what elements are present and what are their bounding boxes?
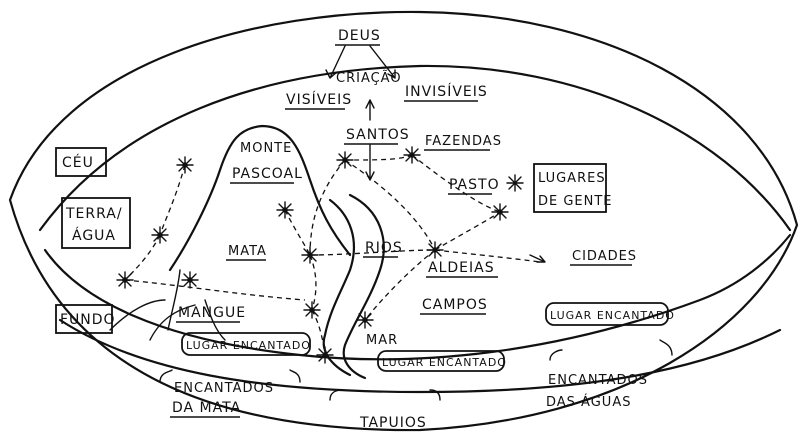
lugares-de-gente-box — [533, 163, 607, 213]
ground-line — [43, 233, 792, 361]
fundo-box — [55, 304, 113, 334]
monte-label: MONTE — [240, 141, 292, 156]
connection-7 — [309, 159, 346, 256]
invisiveis-label: INVISÍVEIS — [405, 83, 488, 100]
mangue-label: MANGUE — [178, 305, 246, 321]
spirit-star — [356, 311, 374, 329]
connection-12 — [434, 249, 541, 263]
santos-label: SANTOS — [346, 127, 410, 143]
encantados-aguas-label-2: DAS ÁGUAS — [546, 394, 631, 410]
lugar-encantado-box-1 — [181, 332, 311, 356]
rios-label: RIOS — [365, 240, 403, 256]
connection-10 — [344, 159, 436, 251]
river-1 — [322, 198, 355, 377]
spirit-stars — [116, 146, 524, 364]
spirit-star — [151, 226, 169, 244]
aldeias-label: ALDEIAS — [428, 260, 495, 276]
spirit-star — [506, 174, 524, 192]
aguas-bracket — [549, 339, 673, 361]
deus-label: DEUS — [338, 28, 381, 44]
river-2 — [342, 193, 385, 380]
ceu-box — [55, 147, 107, 177]
spirit-star — [301, 246, 319, 264]
connection-1 — [159, 164, 186, 236]
lugar-encantado-label-3: LUGAR ENCANTADO — [550, 309, 675, 322]
spirit-star — [116, 271, 134, 289]
criacao-label: CRIAÇÃO — [336, 70, 402, 86]
connection-2 — [124, 234, 161, 281]
spirit-star — [403, 146, 421, 164]
encantados-mata-label-1: ENCANTADOS — [174, 381, 274, 396]
connection-8 — [344, 154, 413, 161]
mata-bracket — [159, 369, 301, 383]
spirit-star — [426, 241, 444, 259]
lugar-encantado-box-3 — [545, 302, 669, 326]
pasto-label: PASTO — [449, 177, 500, 193]
lugar-encantado-label-1: LUGAR ENCANTADO — [186, 339, 311, 352]
connection-3 — [124, 279, 306, 301]
lugar-encantado-box-2 — [377, 350, 505, 372]
pascoal-label: PASCOAL — [232, 166, 303, 182]
spirit-star — [336, 151, 354, 169]
mangrove-root-1 — [109, 299, 166, 331]
mangrove-root-2 — [149, 304, 196, 341]
monte-pascoal-mountain — [168, 124, 352, 272]
connection-13 — [364, 249, 436, 321]
mata-label: MATA — [228, 244, 267, 259]
arrow-up-santos — [365, 99, 375, 121]
lugar-encantado-label-2: LUGAR ENCANTADO — [382, 356, 507, 369]
visiveis-label: VISÍVEIS — [286, 91, 352, 108]
tapuios-bracket — [329, 389, 441, 401]
connection-14 — [309, 249, 436, 256]
spirit-star — [176, 156, 194, 174]
encantados-aguas-label-1: ENCANTADOS — [548, 373, 648, 388]
heaven-boundary — [38, 64, 792, 232]
spirit-star — [181, 271, 199, 289]
terra-agua-box — [61, 197, 131, 249]
spirit-star — [303, 301, 321, 319]
fundo-label: FUNDO — [60, 312, 116, 328]
mangrove-root-3 — [167, 269, 181, 331]
lugares-label-1: LUGARES — [538, 171, 606, 186]
connection-6 — [311, 309, 326, 356]
fazendas-label: FAZENDAS — [425, 134, 502, 149]
connection-11 — [434, 211, 501, 251]
terra-agua-label-1: TERRA/ — [65, 206, 123, 222]
campos-label: CAMPOS — [422, 297, 488, 313]
connection-5 — [309, 254, 317, 311]
encantados-mata-label-2: DA MATA — [172, 400, 241, 416]
arrow-down-santos — [365, 144, 375, 181]
connection-4 — [284, 209, 311, 256]
arrow-to-cidades — [529, 254, 546, 263]
spirit-star — [276, 201, 294, 219]
terra-agua-label-2: ÁGUA — [72, 227, 116, 244]
tapuios-label: TAPUIOS — [359, 415, 427, 431]
lugares-label-2: DE GENTE — [538, 194, 613, 209]
outer-boundary — [8, 10, 799, 432]
spirit-star — [316, 346, 334, 364]
spirit-star — [491, 203, 509, 221]
mar-label: MAR — [366, 333, 398, 348]
ceu-label: CÉU — [62, 154, 94, 171]
fundo-line — [58, 318, 782, 394]
arrow-criacao-invisiveis — [369, 45, 396, 79]
arrow-criacao-visiveis — [325, 45, 346, 79]
cidades-label: CIDADES — [572, 249, 637, 264]
